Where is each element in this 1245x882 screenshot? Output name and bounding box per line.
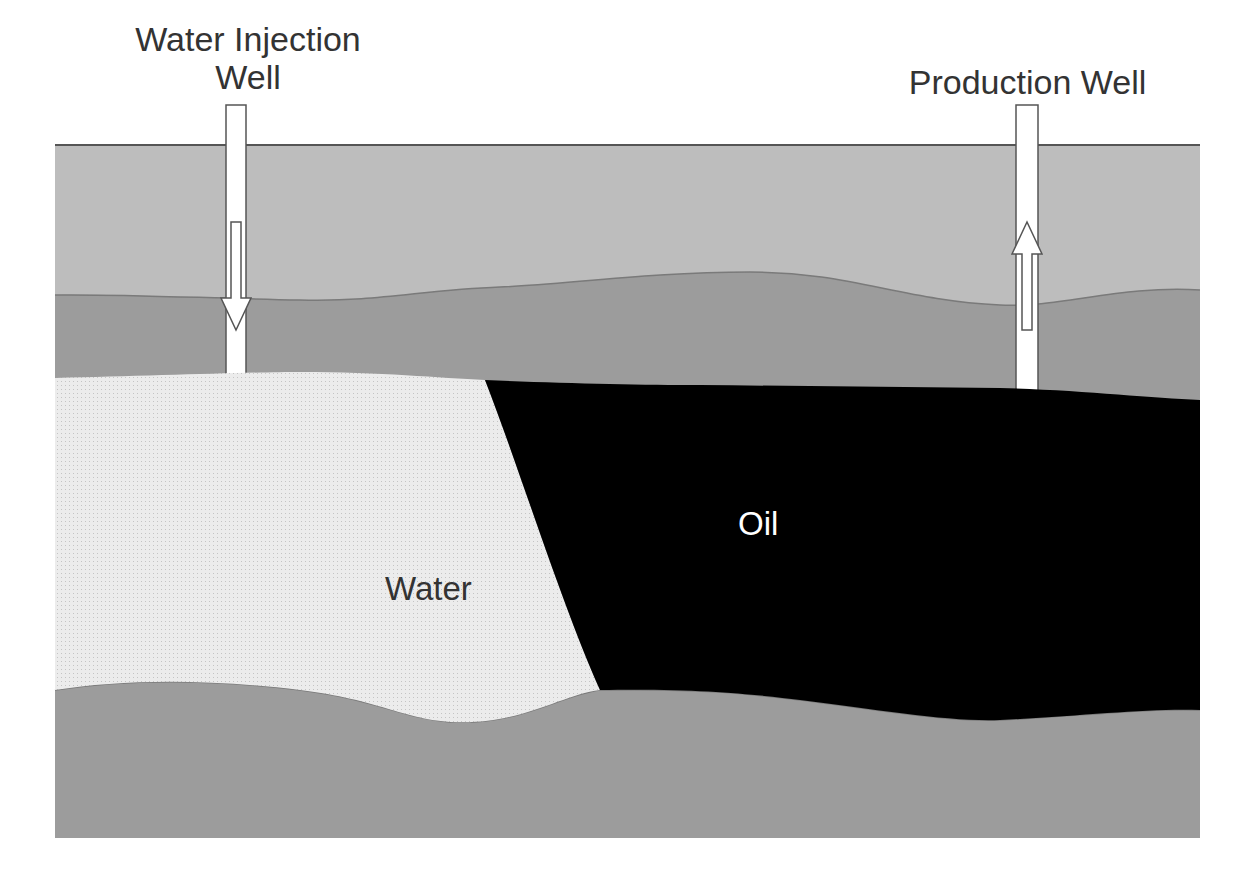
surface-line [55,144,1200,146]
region-fill [485,380,1200,720]
flow-arrow [915,530,1027,566]
oil-region: Oil [480,375,1205,735]
region-label: Oil [738,505,778,543]
flow-arrow [221,222,251,330]
well-label: Production Well [875,63,1180,101]
well-pipe [1016,105,1038,650]
flow-arrow [915,592,1027,628]
rock-layers [55,145,1200,838]
region-shape [480,375,1205,735]
region-label: Water [385,570,472,608]
layer-boundary [55,272,1200,305]
flow-arrow [236,456,345,492]
well-pipe [226,105,246,630]
flow-arrow [236,580,345,616]
flow-arrow [1012,222,1042,330]
flow-arrow [915,470,1027,506]
top-layer [55,145,1200,305]
well-label: Water Injection Well [118,20,378,96]
flow-arrow [236,518,345,554]
